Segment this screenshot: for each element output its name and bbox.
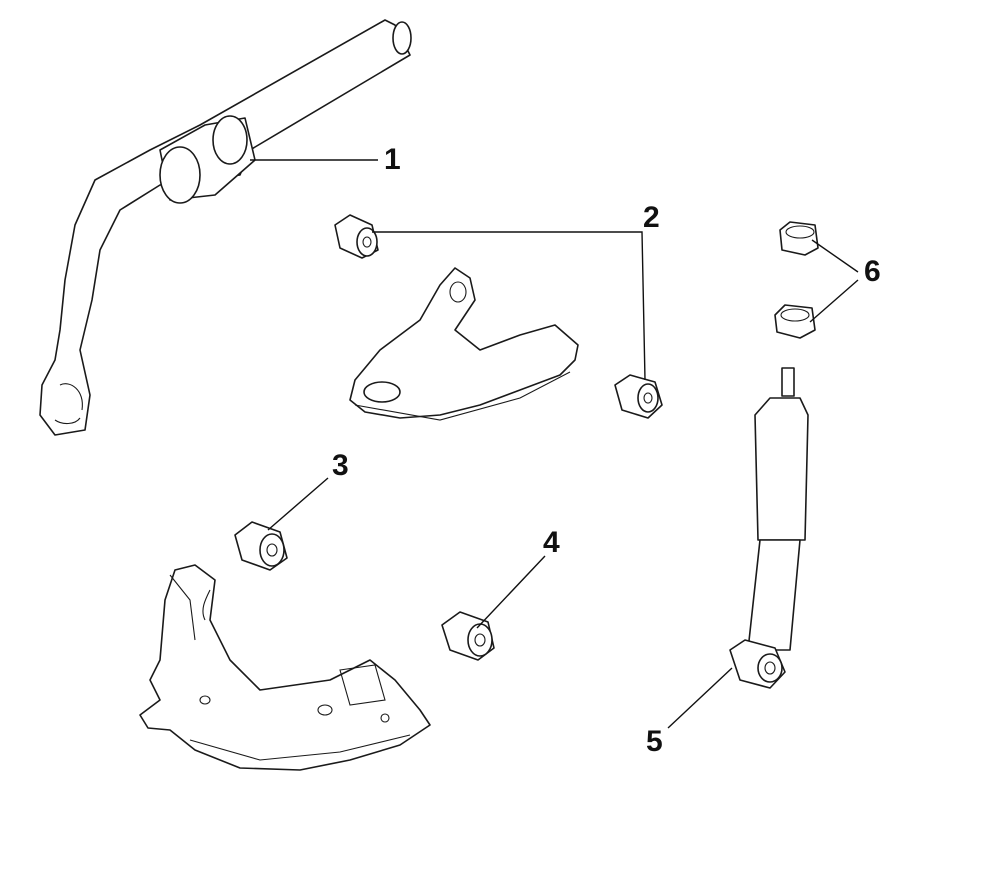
leader-4 — [476, 555, 546, 629]
upper-arm-bushing-a — [334, 214, 379, 259]
upper-arm-bushing-b — [614, 374, 663, 419]
leader-6 — [809, 239, 859, 323]
leader-5 — [667, 667, 733, 729]
callout-4: 4 — [543, 526, 560, 559]
leader-2 — [372, 231, 646, 381]
stabilizer-bushing — [159, 115, 256, 204]
lower-arm-bushing-front — [234, 521, 288, 571]
shock-absorber — [729, 367, 809, 689]
callout-5: 5 — [646, 725, 663, 758]
leader-lines — [250, 159, 859, 729]
leader-3 — [267, 477, 329, 531]
callout-1: 1 — [384, 143, 401, 176]
lower-control-arm — [139, 564, 431, 771]
callout-6: 6 — [864, 255, 881, 288]
callout-2: 2 — [643, 201, 660, 234]
shock-upper-bushings — [774, 221, 819, 339]
upper-control-arm — [349, 267, 579, 421]
callout-3: 3 — [332, 449, 349, 482]
